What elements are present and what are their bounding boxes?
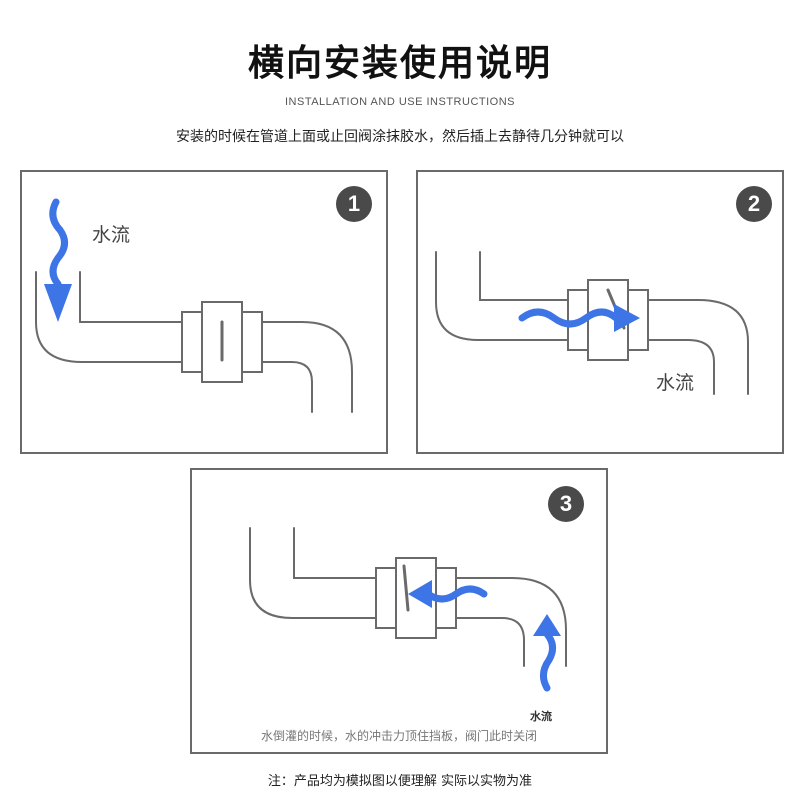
footnote: 注：产品均为模拟图以便理解 实际以实物为准 [267,774,533,789]
pipe-inner-right [455,617,525,667]
step-badge-2: 2 [736,186,772,222]
flow-arrow-right [518,308,620,328]
valve-body-left [181,311,203,373]
flow-arrow-up [540,630,556,692]
pipe-outer-right [261,321,353,413]
instruction-text: 安装的时候在管道上面或止回阀涂抹胶水，然后插上去静待几分钟就可以 [176,129,624,145]
pipe-outer-left [435,251,569,341]
step-3-diagram [249,527,567,692]
step-2-diagram [435,251,749,395]
flow-label: 水流 [92,224,131,246]
step-1-diagram [35,198,353,413]
flow-arrow-left [424,585,488,603]
step-badge-1: 1 [336,186,372,222]
step-2-panel: 水流 2 [416,170,784,454]
pipe-outer-right [455,577,567,667]
step-badge-3: 3 [548,486,584,522]
pipe-inner-right [647,339,715,395]
flow-label: 水流 [530,710,552,723]
pipe-inner-left [293,527,377,579]
pipe-inner-left [479,251,569,301]
flow-arrow-down [49,198,68,288]
step-3-panel: 水流 3 水倒灌的时候，水的冲击力顶住挡板，阀门此时关闭 [190,468,608,754]
pipe-inner-right [261,361,313,413]
pipe-outer-left [249,527,377,619]
pipe-outer-right [647,299,749,395]
valve-body-left [375,567,397,629]
flow-arrow-head-left [408,580,432,608]
flow-label: 水流 [656,372,695,394]
valve-flap-closed [402,564,410,612]
page-subtitle: INSTALLATION AND USE INSTRUCTIONS [284,96,515,108]
valve-body-right [241,311,263,373]
pipe-outer-left [35,271,183,363]
flow-arrow-head [614,304,640,332]
flow-arrow-head-up [533,614,561,636]
panel-caption: 水倒灌的时候，水的冲击力顶住挡板，阀门此时关闭 [260,729,537,743]
page-title: 横向安装使用说明 [247,43,552,84]
flow-arrow-head [44,284,72,322]
step-1-panel: 水流 1 [20,170,388,454]
